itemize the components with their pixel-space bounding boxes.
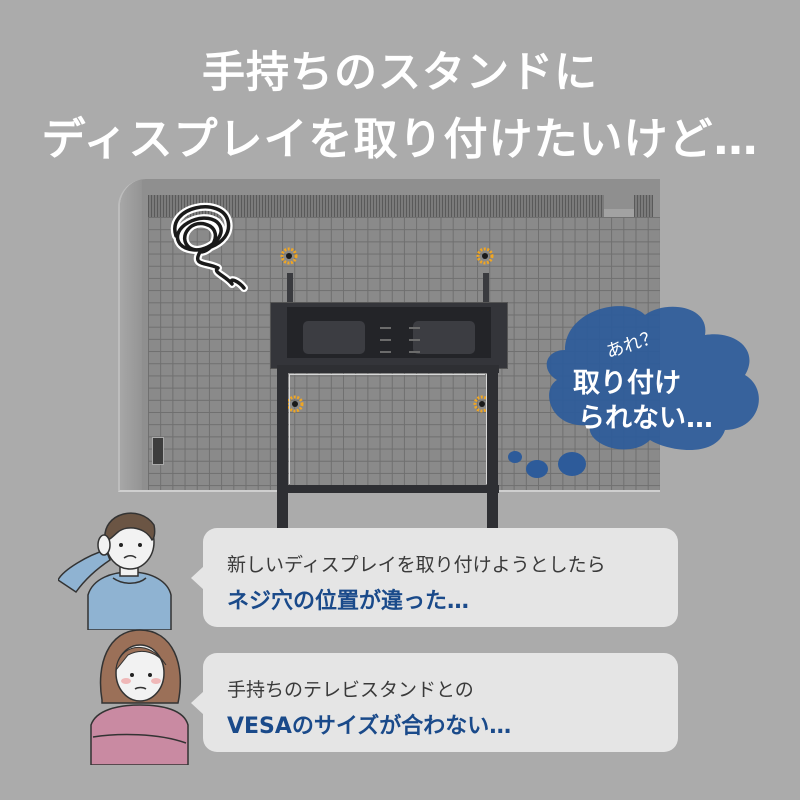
stand-wire-left (289, 374, 290, 484)
vent-gap-light (604, 209, 634, 217)
speech-bubble-1: 新しいディスプレイを取り付けようとしたら ネジ穴の位置が違った… (191, 528, 678, 627)
stand-hook-left (287, 273, 293, 325)
bracket-mark (380, 327, 391, 329)
bracket-mark (409, 339, 420, 341)
stand-crossbar-top (277, 365, 499, 373)
display-side-edge (120, 179, 142, 490)
thought-dot-large (558, 452, 586, 476)
stand-post-left (277, 365, 288, 528)
bracket-slot-left (303, 321, 365, 354)
thought-cloud: あれ？ 取り付け られない… (535, 290, 765, 474)
screw-hole-marker-icon (476, 247, 494, 265)
bracket-mark (380, 339, 391, 341)
stand-post-right (487, 365, 498, 528)
screw-hole-marker-icon (280, 247, 298, 265)
bubble-1-text: 新しいディスプレイを取り付けようとしたら (227, 554, 606, 576)
thought-dot-medium (526, 460, 548, 478)
display-vent (148, 195, 653, 217)
bubble-2-emphasis: VESAのサイズが合わない… (227, 714, 512, 739)
stand-crossbar-bottom (277, 485, 499, 493)
bracket-mark (380, 351, 391, 353)
bracket-inner (287, 307, 491, 358)
cloud-line-2: られない… (578, 403, 713, 434)
display-port (152, 437, 164, 465)
headline-line-1: 手持ちのスタンドに (202, 48, 598, 98)
cloud-line-1: 取り付け (573, 368, 681, 399)
bubble-1-emphasis: ネジ穴の位置が違った… (227, 589, 470, 614)
stand-hook-right (483, 273, 489, 325)
worried-man-illustration (57, 500, 188, 634)
bracket-mark (409, 351, 420, 353)
headline-line-2: ディスプレイを取り付けたいけど… (41, 114, 759, 165)
speech-bubble-2: 手持ちのテレビスタンドとの VESAのサイズが合わない… (191, 653, 678, 752)
thought-dot-small (508, 451, 522, 463)
bubble-2-text: 手持ちのテレビスタンドとの (227, 679, 474, 701)
screw-hole-marker-icon (286, 395, 304, 413)
stand-wire-top (289, 374, 485, 375)
stand-wire-right (486, 374, 487, 484)
stand-mount-bracket (270, 302, 508, 369)
bracket-slot-right (413, 321, 475, 354)
worried-woman-illustration (88, 625, 193, 769)
confusion-scribble-icon (162, 196, 252, 300)
bracket-mark (409, 327, 420, 329)
